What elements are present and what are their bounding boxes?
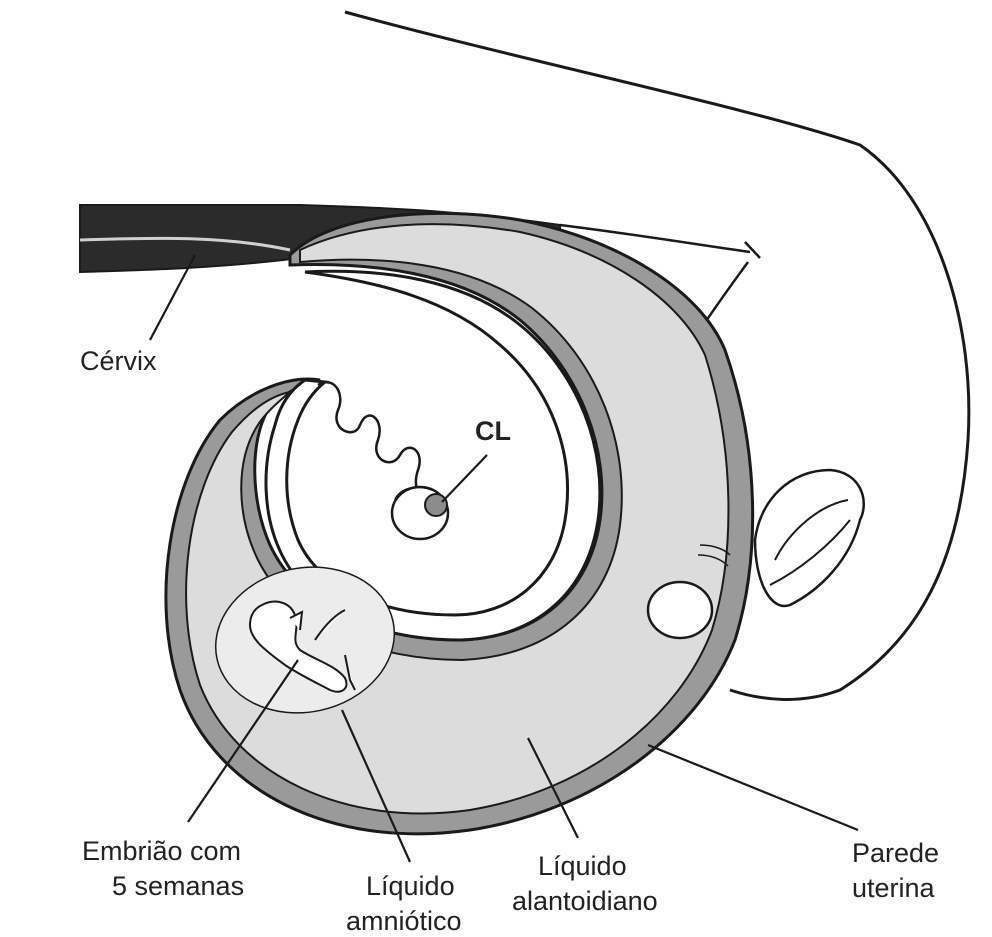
ovarian-vessel [318, 382, 425, 500]
label-embryo-2: 5 semanas [112, 871, 244, 901]
corpus-luteum [425, 494, 447, 516]
label-embryo-1: Embrião com [82, 836, 241, 866]
label-cervix: Cérvix [80, 346, 157, 376]
label-allantoic-1: Líquido [538, 851, 627, 881]
label-uterine-1: Parede [852, 838, 939, 868]
label-allantoic-2: alantoidiano [512, 886, 658, 916]
label-amniotic-1: Líquido [366, 871, 455, 901]
label-uterine-2: uterina [852, 873, 936, 903]
label-cl: CL [475, 416, 511, 446]
label-amniotic-2: amniótico [346, 906, 462, 936]
leader-uterine-wall [648, 745, 858, 830]
leader-cl [442, 455, 487, 502]
